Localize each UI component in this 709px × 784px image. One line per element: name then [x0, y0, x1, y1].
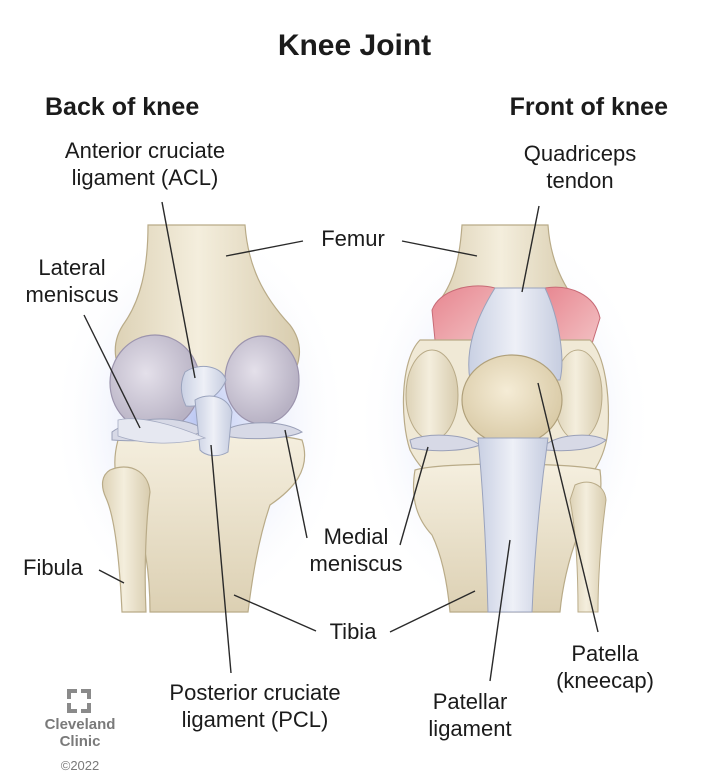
back-knee-drawing	[101, 224, 306, 613]
back-medial-condyle	[224, 335, 300, 425]
front-quad-tendon	[468, 287, 563, 381]
label-pcl-line2: ligament (PCL)	[181, 706, 329, 732]
label-lateral-meniscus-line2: meniscus	[25, 281, 119, 307]
label-femur: Femur	[321, 226, 385, 251]
label-patellar-line1: Patellar	[432, 689, 508, 714]
label-medial-meniscus-line2: meniscus	[309, 550, 403, 576]
copyright: ©2022	[60, 758, 100, 773]
cleveland-clinic-logo-icon	[67, 689, 91, 713]
label-acl-line2: ligament (ACL)	[71, 164, 219, 190]
front-view-heading: Front of knee	[509, 93, 668, 121]
leader-medial-meniscus-back	[284, 429, 308, 539]
back-fibula	[101, 466, 151, 613]
leader-lines	[83, 201, 599, 682]
brand-line1: Cleveland	[44, 716, 116, 733]
leader-femur-front	[401, 240, 478, 257]
front-patella	[461, 354, 563, 446]
label-quadriceps-tendon: Quadriceps tendon	[500, 141, 660, 195]
brand-line2: Clinic	[59, 733, 101, 751]
page-title: Knee Joint	[277, 29, 432, 62]
leader-tibia-back	[233, 594, 317, 632]
label-medial-meniscus: Medial meniscus	[296, 524, 416, 578]
label-fibula: Fibula	[23, 555, 83, 580]
leader-quad-tendon	[521, 205, 540, 293]
back-pcl	[194, 395, 233, 457]
back-collateral	[117, 418, 207, 444]
label-quadriceps-line2: tendon	[546, 167, 614, 193]
front-patellar-ligament	[477, 437, 549, 613]
front-knee-drawing	[402, 224, 609, 613]
label-tibia: Tibia	[329, 619, 377, 644]
leader-tibia-front	[389, 590, 476, 633]
leader-acl	[161, 201, 196, 379]
label-medial-meniscus-line1: Medial	[323, 524, 389, 549]
leader-patellar-ligament	[489, 539, 511, 682]
back-medial-meniscus	[224, 422, 303, 440]
label-lateral-meniscus-line1: Lateral	[38, 255, 106, 280]
label-pcl: Posterior cruciate ligament (PCL)	[130, 680, 380, 734]
label-lateral-meniscus: Lateral meniscus	[12, 255, 132, 309]
label-patella-line1: Patella	[571, 641, 639, 666]
brand-name: Cleveland Clinic	[30, 716, 130, 751]
label-patellar-ligament: Patellar ligament	[405, 689, 535, 743]
label-acl: Anterior cruciate ligament (ACL)	[20, 138, 270, 192]
front-lateral-condyle	[405, 349, 459, 441]
leader-fibula	[98, 569, 125, 584]
leader-medial-meniscus-front	[399, 446, 429, 546]
label-quadriceps-line1: Quadriceps	[523, 141, 637, 166]
front-medial-meniscus	[544, 434, 607, 452]
leader-pcl	[210, 444, 232, 674]
label-patella-line2: (kneecap)	[556, 667, 654, 693]
leader-lateral-meniscus	[83, 314, 141, 429]
label-acl-line1: Anterior cruciate	[64, 138, 226, 163]
label-patella: Patella (kneecap)	[540, 641, 670, 695]
label-patellar-line2: ligament	[428, 715, 512, 741]
label-pcl-line1: Posterior cruciate	[169, 680, 341, 705]
back-view-heading: Back of knee	[45, 93, 200, 121]
leader-patella	[537, 382, 599, 633]
leader-femur-back	[225, 240, 304, 257]
